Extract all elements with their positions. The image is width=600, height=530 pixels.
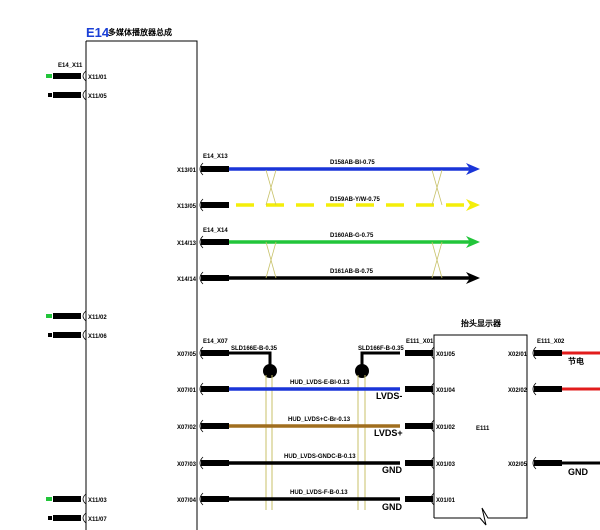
svg-text:X07/03: X07/03	[177, 462, 197, 468]
svg-text:HUD_LVDS-F-B-0.13: HUD_LVDS-F-B-0.13	[290, 490, 348, 496]
svg-text:X14/13: X14/13	[177, 241, 197, 247]
x11-pin-01: X11/01	[46, 70, 107, 82]
svg-text:X02/02: X02/02	[508, 388, 528, 394]
svg-text:X01/04: X01/04	[436, 388, 456, 394]
svg-text:X11/06: X11/06	[88, 334, 107, 340]
svg-text:X11/01: X11/01	[88, 75, 107, 81]
svg-text:GND: GND	[382, 465, 403, 475]
x11-pin-07: X11/07	[48, 512, 107, 524]
svg-text:X07/04: X07/04	[177, 498, 197, 504]
svg-text:X14/14: X14/14	[177, 277, 197, 283]
wire-d159: X13/05 D159AB-Y/W-0.75	[177, 197, 480, 212]
hud-title: 抬头显示器	[461, 318, 502, 328]
svg-text:X11/05: X11/05	[88, 94, 107, 100]
svg-text:X11/03: X11/03	[88, 498, 107, 504]
wire-d160: X14/13 D160AB-G-0.75	[177, 233, 480, 249]
connector-label-x14: E14_X14	[203, 228, 228, 234]
shield-label-f: SLD166F-B-0.35	[358, 346, 404, 352]
connector-label-e111-x01: E111_X01	[406, 339, 434, 345]
connector-label-e111-x02: E111_X02	[537, 339, 565, 345]
x11-pin-03: X11/03	[46, 493, 107, 505]
connector-label-x07: E14_X07	[203, 339, 228, 345]
twist-markers-top	[265, 169, 443, 279]
connector-label-x13: E14_X13	[203, 154, 228, 160]
svg-text:GND: GND	[382, 502, 403, 512]
svg-text:D159AB-Y/W-0.75: D159AB-Y/W-0.75	[330, 197, 381, 203]
svg-text:HUD_LVDS-GNDC-B-0.13: HUD_LVDS-GNDC-B-0.13	[284, 454, 356, 460]
svg-text:X01/05: X01/05	[436, 352, 456, 358]
wire-lvds-pos: X07/02 HUD_LVDS+C-Br-0.13 LVDS+	[177, 417, 403, 438]
x07-pin-05: X07/05	[177, 346, 277, 378]
svg-text:X07/02: X07/02	[177, 425, 197, 431]
module-body-outline	[86, 40, 198, 530]
shield-drain-right	[355, 351, 400, 378]
svg-text:D158AB-Bl-0.75: D158AB-Bl-0.75	[330, 160, 375, 166]
svg-text:X11/02: X11/02	[88, 315, 107, 321]
svg-text:X11/07: X11/07	[88, 517, 107, 523]
svg-text:X13/01: X13/01	[177, 168, 197, 174]
svg-text:LVDS+: LVDS+	[374, 428, 403, 438]
x11-pin-06: X11/06	[48, 329, 107, 341]
svg-text:X01/03: X01/03	[436, 462, 456, 468]
svg-text:X01/01: X01/01	[436, 498, 456, 504]
svg-text:X07/01: X07/01	[177, 388, 197, 394]
wire-lvds-neg: X07/01 HUD_LVDS-E-Bl-0.13 LVDS-	[177, 380, 402, 401]
e111-x01-pins: X01/05 X01/04 X01/02 X01/03 X01/01	[405, 346, 456, 506]
svg-text:HUD_LVDS-E-Bl-0.13: HUD_LVDS-E-Bl-0.13	[290, 380, 350, 386]
module-code: E14	[86, 25, 110, 40]
wire-lvds-f: X07/04 HUD_LVDS-F-B-0.13 GND	[177, 490, 403, 512]
shield-label-e: SLD166E-B-0.35	[231, 346, 278, 352]
connector-label-x11: E14_X11	[58, 63, 83, 69]
svg-text:HUD_LVDS+C-Br-0.13: HUD_LVDS+C-Br-0.13	[288, 417, 351, 423]
x11-pin-02: X11/02	[46, 310, 107, 322]
e111-x02-pins: X02/01 节电 X02/02 X02/05 GND	[508, 346, 600, 477]
wire-d161: X14/14 D161AB-B-0.75	[177, 269, 480, 285]
svg-text:X01/02: X01/02	[436, 425, 456, 431]
hud-body: E111	[433, 334, 528, 526]
wire-lvds-gndc: X07/03 HUD_LVDS-GNDC-B-0.13 GND	[177, 454, 403, 475]
x11-pin-05: X11/05	[48, 89, 107, 101]
svg-text:D161AB-B-0.75: D161AB-B-0.75	[330, 269, 374, 275]
label-gnd-right: GND	[568, 467, 589, 477]
svg-text:X07/05: X07/05	[177, 352, 197, 358]
module-name: 多媒体播放器总成	[108, 27, 172, 37]
wire-d158: X13/01 D158AB-Bl-0.75	[177, 160, 480, 176]
shield-lines	[265, 375, 366, 510]
hud-code: E111	[476, 426, 490, 432]
svg-text:X02/05: X02/05	[508, 462, 528, 468]
svg-text:X02/01: X02/01	[508, 352, 528, 358]
svg-text:D160AB-G-0.75: D160AB-G-0.75	[330, 233, 374, 239]
label-power-save: 节电	[568, 356, 584, 366]
svg-text:X13/05: X13/05	[177, 204, 197, 210]
svg-text:LVDS-: LVDS-	[376, 391, 402, 401]
